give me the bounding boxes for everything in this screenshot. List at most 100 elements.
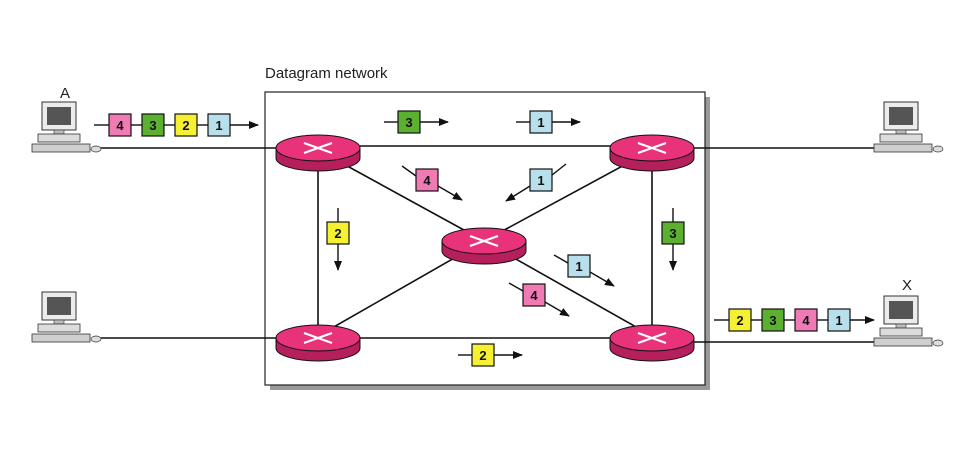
router-2 — [609, 134, 695, 172]
monitor-stand — [895, 129, 907, 135]
monitor-screen — [47, 297, 71, 315]
computer-icon — [31, 291, 102, 343]
packet-number: 3 — [769, 313, 776, 328]
source-packet-3rd: 2 — [174, 113, 198, 137]
host-A-label: A — [60, 85, 70, 102]
transit-packet: 4 — [522, 283, 546, 307]
packet-number: 2 — [334, 226, 341, 241]
monitor-screen — [47, 107, 71, 125]
packet-number: 4 — [116, 118, 124, 133]
routers — [275, 134, 695, 362]
monitor-stand — [53, 319, 65, 325]
packet-box — [661, 221, 685, 245]
host-X-label: X — [902, 277, 912, 294]
packet-arrows — [94, 118, 875, 359]
packet-number: 2 — [182, 118, 189, 133]
keyboard — [873, 143, 933, 153]
arrow-line — [553, 254, 569, 264]
destination-queue: 2 3 4 1 — [728, 308, 851, 332]
packet-box — [207, 113, 231, 137]
transit-packet: 3 — [661, 221, 685, 245]
packet-box — [141, 113, 165, 137]
packet-number: 1 — [537, 173, 544, 188]
monitor-stand — [53, 129, 65, 135]
packet-number: 3 — [669, 226, 676, 241]
packet-box — [108, 113, 132, 137]
arrow-line — [508, 282, 524, 292]
cpu-case — [879, 327, 923, 337]
transit-packet: 1 — [529, 168, 553, 192]
packet-box — [529, 110, 553, 134]
packet-box — [397, 110, 421, 134]
packet-number: 1 — [575, 259, 582, 274]
router-1 — [275, 134, 361, 172]
router-5 — [609, 324, 695, 362]
cpu-case — [37, 133, 81, 143]
source-packet-4th: 1 — [207, 113, 231, 137]
dest-packet-1st: 2 — [728, 308, 752, 332]
router-cross-line — [637, 142, 667, 154]
packet-number: 2 — [479, 348, 486, 363]
mouse — [932, 145, 944, 153]
source-queue: 4 3 2 1 — [108, 113, 231, 137]
packet-box — [728, 308, 752, 332]
packet-number: 4 — [802, 313, 810, 328]
router-4 — [275, 324, 361, 362]
router-cross-line — [303, 332, 333, 344]
packet-box — [174, 113, 198, 137]
packet-box — [794, 308, 818, 332]
keyboard — [31, 143, 91, 153]
cpu-case — [37, 323, 81, 333]
transit-packet: 1 — [567, 254, 591, 278]
mouse — [90, 145, 102, 153]
monitor-stand — [895, 323, 907, 329]
source-packet-2nd: 3 — [141, 113, 165, 137]
computer-icon — [31, 101, 102, 153]
arrow-line — [437, 185, 463, 201]
computer-icon — [873, 295, 944, 347]
packet-number: 3 — [405, 115, 412, 130]
cpu-case — [879, 133, 923, 143]
packet-box — [567, 254, 591, 278]
monitor-screen — [889, 107, 913, 125]
router-cross-line — [469, 235, 499, 247]
dest-packet-4th: 1 — [827, 308, 851, 332]
diagram-title: Datagram network — [265, 65, 388, 82]
keyboard — [873, 337, 933, 347]
keyboard — [31, 333, 91, 343]
source-packet-1st: 4 — [108, 113, 132, 137]
packet-box — [529, 168, 553, 192]
packets: 4 3 2 1 2 3 — [108, 110, 851, 367]
router-3 — [441, 227, 527, 265]
hosts — [31, 101, 944, 347]
computer-icon — [873, 101, 944, 153]
transit-packet: 2 — [471, 343, 495, 367]
mouse — [90, 335, 102, 343]
packet-box — [326, 221, 350, 245]
packet-number: 3 — [149, 118, 156, 133]
router-cross-line — [303, 142, 333, 154]
packet-box — [827, 308, 851, 332]
arrow-line — [589, 271, 615, 287]
packet-box — [471, 343, 495, 367]
transit-packet: 1 — [529, 110, 553, 134]
arrow-line — [401, 165, 417, 177]
packet-number: 4 — [423, 173, 431, 188]
packet-box — [522, 283, 546, 307]
packet-number: 1 — [215, 118, 222, 133]
transit-packet: 2 — [326, 221, 350, 245]
transit-packet: 4 — [415, 168, 439, 192]
packet-number: 2 — [736, 313, 743, 328]
in-transit-packets: 3 1 4 1 2 3 1 — [326, 110, 685, 367]
packet-number: 1 — [537, 115, 544, 130]
packet-box — [761, 308, 785, 332]
transit-packet: 3 — [397, 110, 421, 134]
packet-number: 4 — [530, 288, 538, 303]
monitor-screen — [889, 301, 913, 319]
packet-box — [415, 168, 439, 192]
dest-packet-3rd: 4 — [794, 308, 818, 332]
arrow-line — [505, 185, 531, 202]
dest-packet-2nd: 3 — [761, 308, 785, 332]
arrow-line — [544, 301, 570, 317]
